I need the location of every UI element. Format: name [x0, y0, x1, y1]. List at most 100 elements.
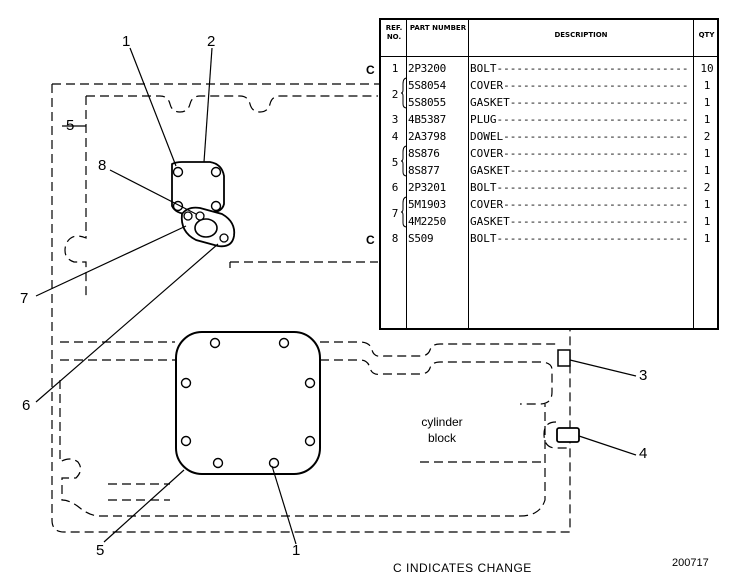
block-rail: [60, 341, 560, 357]
row-part: 4M2250: [408, 215, 446, 228]
callout-4: 4: [639, 445, 648, 462]
row-ref: 7: [391, 207, 399, 220]
large-cover: [175, 331, 321, 475]
callout-1-bottom: 1: [292, 542, 301, 559]
leader-6: [35, 243, 219, 403]
bolt-icon: [210, 166, 222, 178]
callout-1-top: 1: [122, 33, 131, 50]
row-qty: 1: [703, 232, 711, 245]
row-desc: PLUG------------------------------------: [470, 113, 690, 126]
header-desc: DESCRIPTION: [554, 31, 608, 39]
block-dowel-boss: [543, 421, 568, 449]
row-desc: BOLT------------------------------------: [470, 232, 690, 245]
row-ref: 4: [391, 130, 399, 143]
row-desc: BOLT-----------------------------------: [470, 62, 690, 75]
bolt-icon: [183, 211, 193, 221]
callout-8: 8: [98, 157, 107, 174]
row-qty: 2: [703, 181, 711, 194]
row-desc: COVER-----------------------------------: [470, 198, 690, 211]
leader-4: [578, 435, 637, 456]
row-desc: COVER-----------------------------------: [470, 79, 690, 92]
callout-6: 6: [22, 397, 31, 414]
row-ref: 8: [391, 232, 399, 245]
row-desc: GASKET----------------------------------: [470, 96, 690, 109]
drawing-number: 200717: [672, 557, 709, 569]
row-desc: DOWEL-----------------------------------: [470, 130, 690, 143]
dowel-icon: [556, 427, 580, 443]
change-legend: C INDICATES CHANGE: [393, 561, 532, 575]
callout-5-bottom: 5: [96, 542, 105, 559]
block-inner-left: [64, 96, 87, 300]
table-row: 58S877GASKET----------------------------…: [381, 156, 717, 179]
table-row: 7 4M2250 GASKET---------------------------…: [381, 207, 717, 230]
row-desc: BOLT------------------------------------: [470, 181, 690, 194]
bolt-icon: [180, 435, 192, 447]
leader-1-bottom: [271, 465, 297, 545]
callout-3: 3: [639, 367, 648, 384]
row-ref: 3: [391, 113, 399, 126]
row-desc: COVER-----------------------------------: [470, 147, 690, 160]
table-row: 1 2P3200 BOLT-----------------------------…: [381, 60, 717, 77]
leader-7: [35, 225, 187, 297]
callout-2: 2: [207, 33, 216, 50]
bolt-icon: [278, 337, 290, 349]
row-part: 2P3201: [408, 181, 446, 194]
row-qty: 2: [703, 130, 711, 143]
row-ref: 6: [391, 181, 399, 194]
cylinder-block-label: cylinder block: [412, 414, 472, 446]
table-row: 8S876 COVER------------------------------…: [381, 145, 717, 162]
row-part: 5S8054: [408, 79, 446, 92]
bolt-icon: [268, 457, 280, 469]
row-qty: 1: [703, 164, 711, 177]
block-inner-mid: [229, 261, 378, 268]
row-part: 5S8055: [408, 96, 446, 109]
leader-5-bottom: [103, 469, 185, 543]
bolt-icon: [210, 200, 222, 212]
callout-7: 7: [20, 290, 29, 307]
row-qty: 10: [700, 62, 714, 75]
change-mark-row-8: C: [366, 233, 375, 247]
table-row: 2 5S8055 GASKET---------------------------…: [381, 88, 717, 111]
row-desc: GASKET----------------------------------: [470, 164, 690, 177]
header-ref: REF. NO.: [385, 24, 403, 41]
row-qty: 1: [703, 215, 711, 228]
plug-icon: [557, 349, 571, 367]
row-desc: GASKET----------------------------------: [470, 215, 690, 228]
callout-5-top: 5: [66, 117, 75, 134]
header-part: PART NUMBER: [409, 24, 467, 32]
row-part: 5M1903: [408, 198, 446, 211]
plate-hole: [194, 218, 218, 238]
row-qty: 1: [703, 147, 711, 160]
table-row: 5M1903 COVER-----------------------------…: [381, 196, 717, 213]
row-part: 8S876: [408, 147, 440, 160]
bolt-icon: [209, 337, 221, 349]
bolt-icon: [219, 233, 229, 243]
row-qty: 1: [703, 198, 711, 211]
row-qty: 1: [703, 79, 711, 92]
row-part: 2P3200: [408, 62, 446, 75]
header-qty: QTY: [698, 31, 715, 39]
bolt-icon: [304, 377, 316, 389]
table-row: 5S8054 COVER-----------------------------…: [381, 77, 717, 94]
block-label-line-1: cylinder: [421, 415, 463, 429]
table-row: 8 S509 BOLT-------------------------------…: [381, 230, 717, 247]
row-qty: 1: [703, 96, 711, 109]
bolt-icon: [195, 211, 205, 221]
row-ref: 1: [391, 62, 399, 75]
table-row: 6 2P3201 BOLT-----------------------------…: [381, 179, 717, 196]
bolt-icon: [172, 166, 184, 178]
block-rail-2: [60, 359, 553, 405]
row-part: S509: [408, 232, 434, 245]
leader-1-top: [129, 47, 177, 167]
row-qty: 1: [703, 113, 711, 126]
bolt-icon: [180, 377, 192, 389]
leader-3: [569, 359, 637, 377]
row-ref: 2: [391, 88, 399, 101]
bolt-icon: [304, 435, 316, 447]
small-cover: [171, 161, 225, 215]
change-mark-row-1: C: [366, 63, 375, 77]
bolt-icon: [212, 457, 224, 469]
